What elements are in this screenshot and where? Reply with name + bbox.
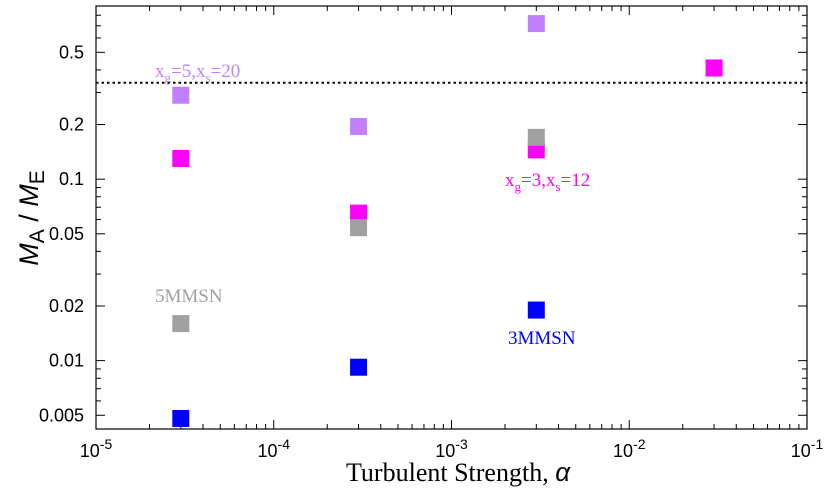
y-axis-label-m1: M: [14, 243, 44, 266]
y-tick-label: 0.02: [49, 296, 84, 316]
x-axis-label-alpha: α: [555, 457, 571, 487]
axis-ticks: [95, 5, 807, 429]
y-tick-label: 0.1: [59, 169, 84, 189]
x-tick-label: 10-3: [435, 436, 468, 461]
annotation-magenta-sub-g: g: [515, 179, 522, 194]
annotation-magenta-main: x: [505, 170, 515, 191]
data-point: [350, 204, 368, 222]
data-point: [172, 149, 190, 167]
y-tick-label: 0.005: [39, 405, 84, 425]
annotation-3mmsn: 3MMSN: [508, 328, 576, 349]
data-point: [350, 219, 368, 237]
annotation-purple: xg=5,xs=20: [155, 61, 240, 85]
annotation-magenta: xg=3,xs=12: [505, 170, 590, 194]
data-point: [527, 128, 545, 146]
x-tick-label: 10-5: [80, 436, 113, 461]
annotation-magenta-end: =12: [561, 170, 591, 191]
annotation-purple-sub-g: g: [165, 70, 172, 85]
x-tick-labels: 10-5 10-4 10-3 10-2 10-1: [80, 436, 824, 461]
data-point: [350, 358, 368, 376]
annotation-purple-sub-s: s: [205, 70, 210, 85]
y-axis-label-sub-e: E: [26, 170, 49, 184]
data-point: [527, 301, 545, 319]
x-tick-label: 10-1: [791, 436, 824, 461]
x-axis-label-text: Turbulent Strength,: [346, 458, 555, 487]
annotation-purple-main: x: [155, 61, 165, 82]
data-point: [172, 409, 190, 427]
data-point: [705, 59, 723, 77]
y-tick-label: 0.05: [49, 224, 84, 244]
data-point: [172, 86, 190, 104]
data-point: [350, 118, 368, 136]
y-tick-label: 0.2: [59, 115, 84, 135]
annotation-purple-end: =20: [211, 61, 241, 82]
annotation-purple-mid: =5,x: [171, 61, 206, 82]
y-axis-label-sub-a: A: [26, 229, 49, 243]
annotation-5mmsn: 5MMSN: [155, 286, 223, 307]
annotation-magenta-sub-s: s: [555, 179, 560, 194]
y-tick-label: 0.5: [59, 42, 84, 62]
annotation-magenta-mid: =3,x: [521, 170, 556, 191]
y-tick-labels: 0.005 0.01 0.02 0.05 0.1 0.2 0.5: [39, 42, 84, 425]
x-axis-label: Turbulent Strength, α: [346, 457, 571, 487]
y-tick-label: 0.01: [49, 351, 84, 371]
data-point: [527, 15, 545, 33]
x-tick-label: 10-4: [258, 436, 291, 461]
y-axis-label-m2: M: [14, 184, 44, 207]
y-axis-label: MA / ME: [14, 170, 49, 266]
data-points: [172, 15, 723, 427]
x-tick-label: 10-2: [613, 436, 646, 461]
data-point: [172, 315, 190, 333]
y-axis-label-slash: /: [14, 207, 44, 230]
